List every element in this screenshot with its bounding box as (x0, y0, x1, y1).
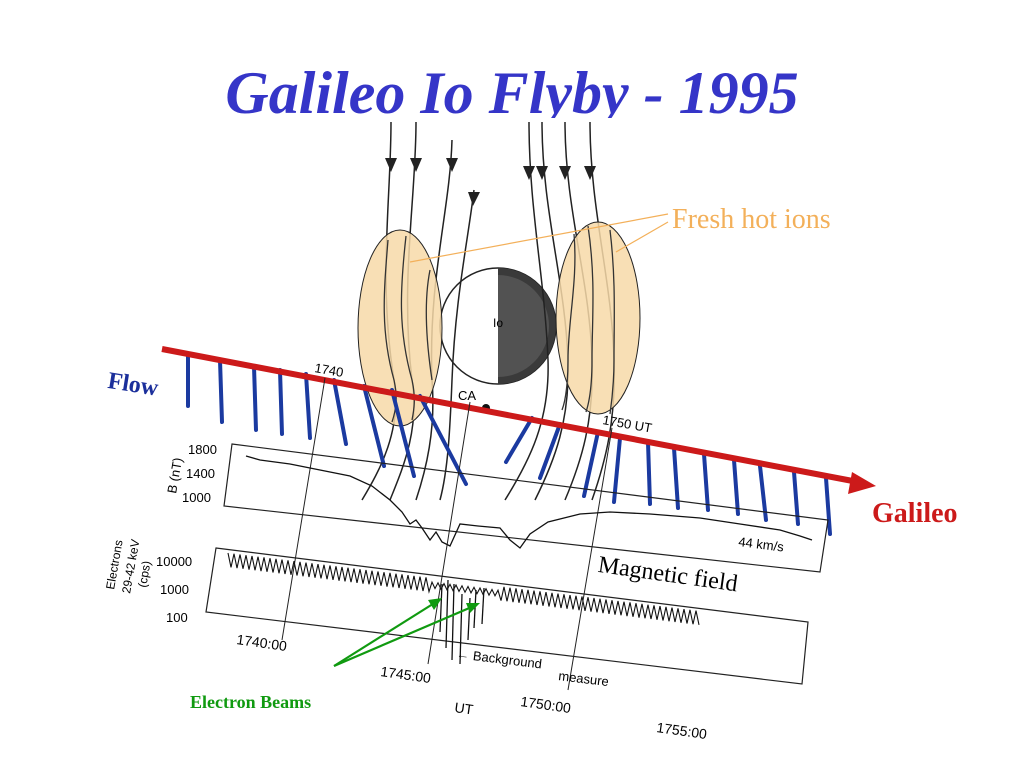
guide-lines (281, 377, 613, 691)
io-moon: Io (439, 267, 557, 385)
trajectory-arrowhead (848, 472, 876, 494)
e-tick-1000: 1000 (160, 582, 189, 597)
electron-beams-label: Electron Beams (190, 692, 312, 712)
b-field-trace (245, 455, 813, 549)
time-tick-1755: 1755:00 (656, 719, 709, 742)
b-tick-1800: 1800 (188, 442, 217, 457)
b-tick-1000: 1000 (182, 490, 211, 505)
speed-label: 44 km/s (738, 534, 785, 554)
time-label-1740: 1740 (313, 360, 344, 380)
b-axis-label: B (nT) (164, 456, 185, 494)
b-field-panel: 1800 1400 1000 B (nT) 44 km/s (164, 442, 829, 573)
e-tick-10000: 10000 (156, 554, 192, 569)
flow-vectors (186, 352, 832, 536)
ion-region-right (555, 221, 641, 415)
time-axis: 1740:00 1745:00 1750:00 1755:00 UT (236, 631, 709, 742)
beam-arrows (333, 598, 480, 668)
electron-trace (227, 552, 700, 626)
field-arrows-left (385, 158, 480, 206)
io-label: Io (493, 316, 503, 330)
e-axis-label-3: (cps) (135, 560, 153, 589)
ion-pointer-right (615, 221, 669, 253)
time-tick-1745: 1745:00 (380, 663, 433, 686)
galileo-trajectory (161, 346, 859, 485)
ion-pointer-left (409, 213, 669, 263)
time-axis-label: UT (454, 699, 475, 718)
galileo-label: Galileo (872, 498, 958, 529)
slide-title: Galileo Io Flyby - 1995 (225, 60, 799, 126)
b-tick-1400: 1400 (186, 466, 215, 481)
ca-label: CA (458, 388, 476, 403)
field-lines-over (383, 225, 615, 423)
figure-background (88, 118, 838, 743)
fresh-hot-ions-label: Fresh hot ions (672, 204, 831, 235)
measure-label: measure (558, 668, 610, 689)
e-tick-100: 100 (166, 610, 188, 625)
field-arrows-right (523, 166, 596, 180)
time-tick-1750: 1750:00 (520, 693, 573, 716)
time-tick-1740: 1740:00 (236, 631, 289, 654)
